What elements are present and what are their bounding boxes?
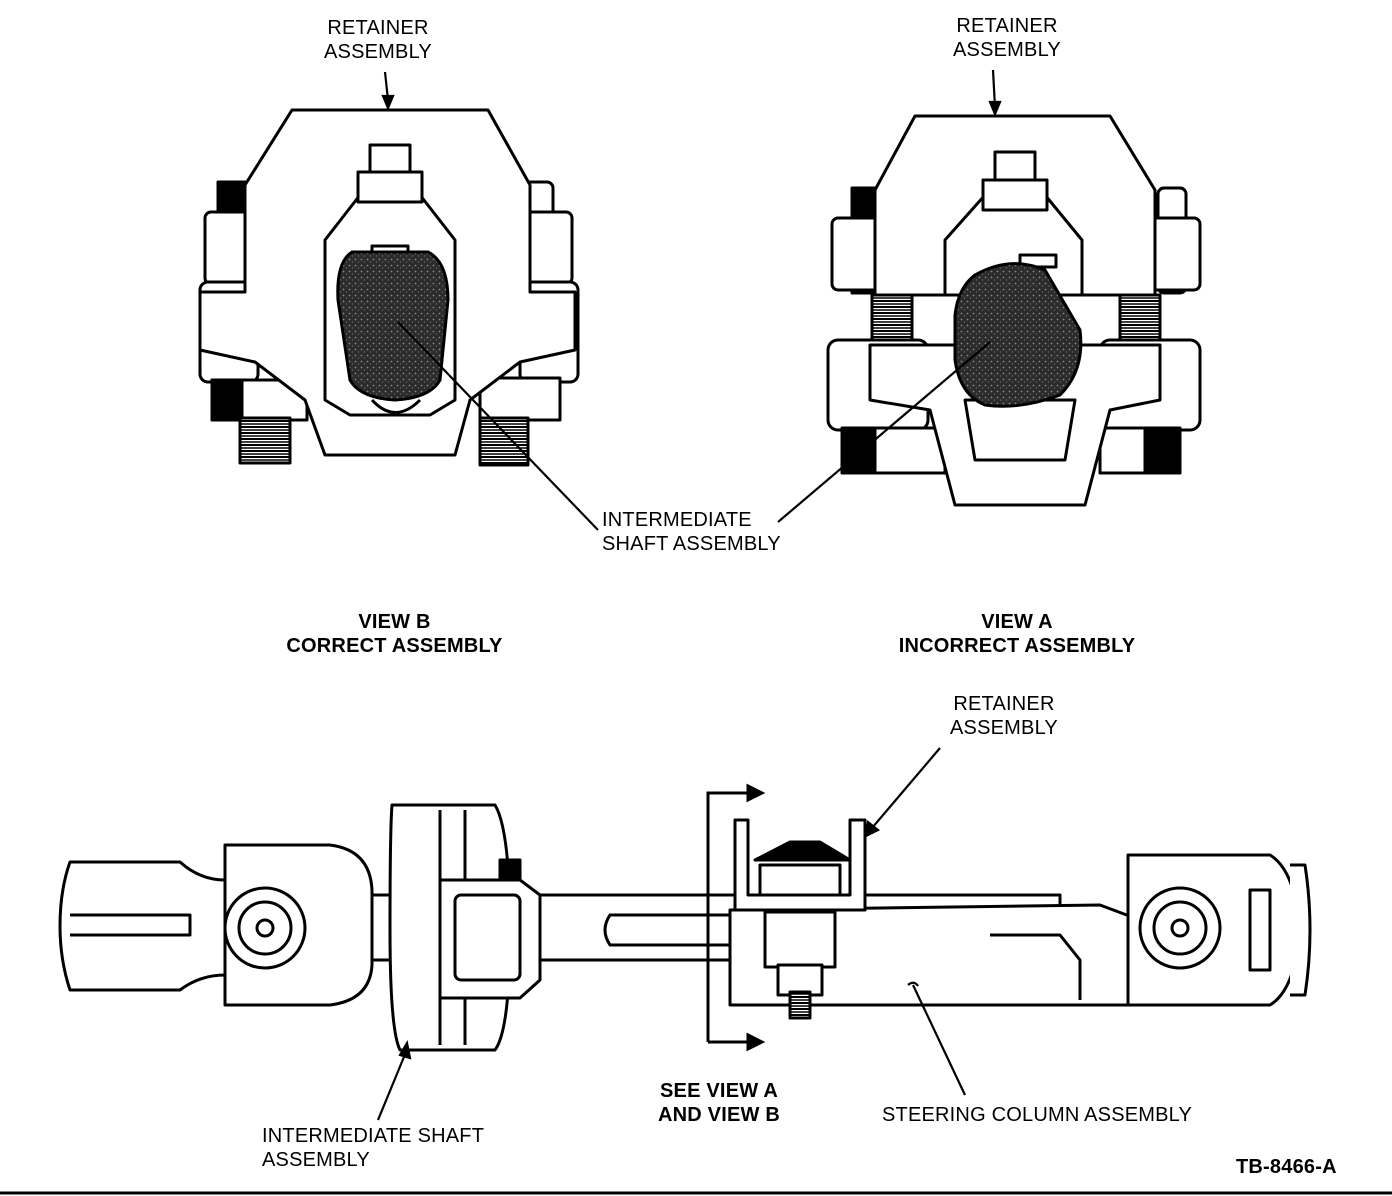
retainer-assembly-label-left: RETAINER ASSEMBLY xyxy=(324,17,432,63)
shaft-assembly-drawing xyxy=(58,803,1312,1052)
view-b-drawing xyxy=(198,108,580,467)
intermediate-shaft-label-bottom: INTERMEDIATE SHAFT ASSEMBLY xyxy=(262,1125,485,1171)
leader-lines xyxy=(376,69,1002,1121)
view-a-caption: VIEW A INCORRECT ASSEMBLY xyxy=(898,611,1136,657)
see-view-label: SEE VIEW A AND VIEW B xyxy=(658,1080,780,1126)
retainer-assembly-label-bottom: RETAINER ASSEMBLY xyxy=(950,693,1058,739)
steering-column-label: STEERING COLUMN ASSEMBLY xyxy=(882,1104,1193,1126)
view-b-caption: VIEW B CORRECT ASSEMBLY xyxy=(286,611,503,657)
section-cut-line xyxy=(706,783,766,1052)
retainer-assembly-label-right: RETAINER ASSEMBLY xyxy=(953,15,1061,61)
intermediate-shaft-label-top: INTERMEDIATE SHAFT ASSEMBLY xyxy=(602,509,781,555)
figure-id-label: TB-8466-A xyxy=(1236,1156,1337,1178)
view-a-drawing xyxy=(826,114,1202,507)
